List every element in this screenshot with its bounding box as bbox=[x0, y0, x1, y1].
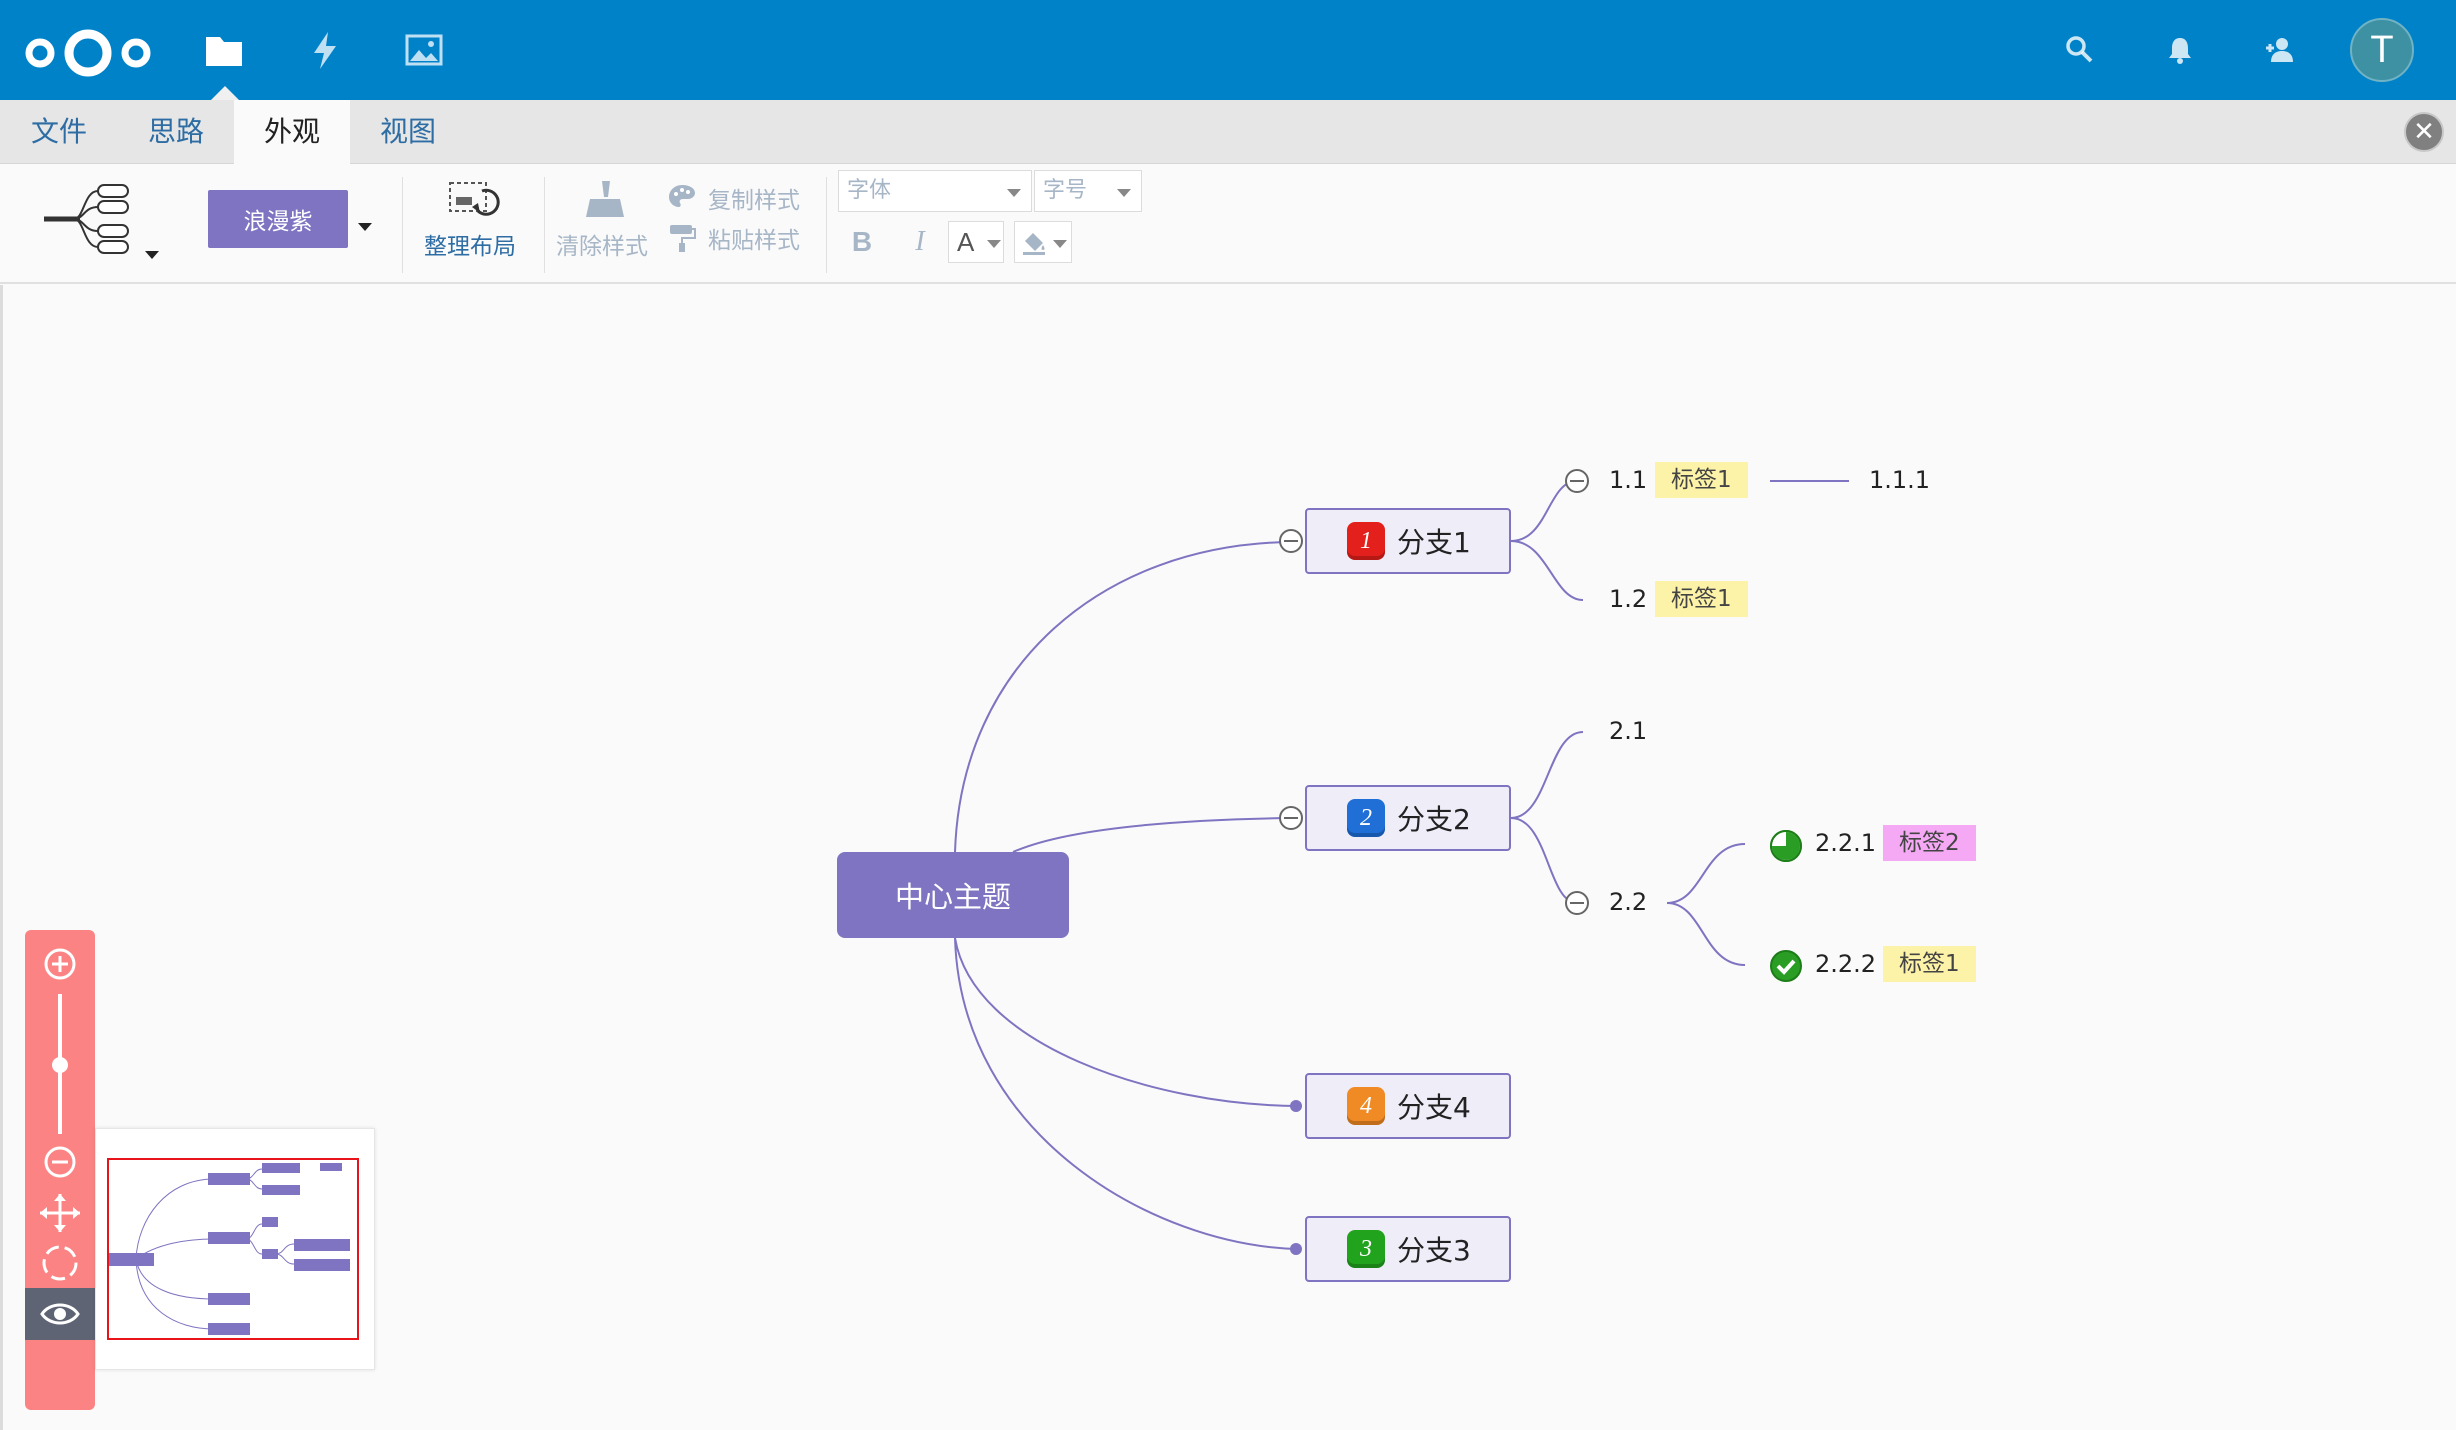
zoom-in-icon[interactable] bbox=[25, 944, 95, 984]
tab-appearance[interactable]: 外观 bbox=[234, 100, 350, 165]
chevron-down-icon bbox=[987, 240, 1001, 248]
font-color-label: A bbox=[957, 226, 975, 257]
bold-button[interactable]: B bbox=[851, 226, 873, 257]
appearance-toolbar: 浪漫紫 整理布局 清除样式 复制样式 粘贴样式 字体 字号 B I A bbox=[0, 165, 2456, 284]
tag-label: 标签1 bbox=[1655, 462, 1748, 498]
background-color-button[interactable] bbox=[1014, 221, 1072, 263]
italic-button[interactable]: I bbox=[915, 226, 925, 257]
progress-icon bbox=[1770, 830, 1802, 862]
gallery-icon[interactable] bbox=[400, 26, 448, 74]
clear-style-button[interactable]: 清除样式 bbox=[556, 234, 648, 260]
toolbar-divider bbox=[826, 177, 827, 273]
copy-style-button[interactable]: 复制样式 bbox=[708, 188, 800, 214]
toolbar-divider bbox=[402, 177, 403, 273]
chevron-down-icon bbox=[1053, 240, 1067, 248]
tab-view[interactable]: 视图 bbox=[379, 115, 436, 148]
move-icon[interactable] bbox=[25, 1190, 95, 1236]
navigator-controls bbox=[25, 930, 95, 1410]
navigator-toggle-button[interactable] bbox=[25, 1288, 95, 1340]
central-topic-node[interactable]: 中心主题 bbox=[837, 852, 1069, 938]
clear-style-brush-icon[interactable] bbox=[580, 177, 630, 225]
branch-node-2[interactable]: 2 分支2 bbox=[1305, 785, 1511, 851]
subtopic-2-1[interactable]: 2.1 bbox=[1609, 717, 1648, 745]
minimap-preview[interactable] bbox=[95, 1128, 375, 1370]
subtopic-1-2[interactable]: 1.2 bbox=[1609, 585, 1648, 613]
priority-4-icon: 4 bbox=[1347, 1087, 1385, 1125]
subtopic-1-1-1[interactable]: 1.1.1 bbox=[1869, 466, 1931, 494]
layout-template-icon[interactable] bbox=[40, 179, 140, 259]
branch-node-4[interactable]: 4 分支4 bbox=[1305, 1073, 1511, 1139]
copy-style-palette-icon[interactable] bbox=[666, 181, 698, 213]
mindmap-connections bbox=[954, 469, 1849, 1255]
tab-file[interactable]: 文件 bbox=[30, 115, 87, 148]
tag-label: 标签1 bbox=[1655, 581, 1748, 617]
ribbon-tab-bar: 文件 思路 外观 视图 bbox=[0, 100, 2456, 165]
tag-label: 标签2 bbox=[1883, 825, 1976, 861]
chevron-down-icon bbox=[1117, 189, 1131, 197]
chevron-down-icon[interactable] bbox=[358, 223, 372, 231]
priority-1-icon: 1 bbox=[1347, 522, 1385, 560]
subtopic-2-2-2[interactable]: 2.2.2 bbox=[1815, 950, 1877, 978]
chevron-down-icon bbox=[1007, 189, 1021, 197]
toolbar-divider bbox=[544, 177, 545, 273]
branch-node-3[interactable]: 3 分支3 bbox=[1305, 1216, 1511, 1282]
notifications-bell-icon[interactable] bbox=[2160, 30, 2200, 70]
paste-style-button[interactable]: 粘贴样式 bbox=[708, 228, 800, 254]
avatar[interactable]: T bbox=[2350, 18, 2414, 82]
files-icon[interactable] bbox=[200, 26, 248, 74]
priority-3-icon: 3 bbox=[1347, 1230, 1385, 1268]
subtopic-2-2[interactable]: 2.2 bbox=[1609, 888, 1648, 916]
chevron-down-icon[interactable] bbox=[145, 251, 159, 259]
font-size-select[interactable]: 字号 bbox=[1034, 170, 1142, 212]
eye-icon bbox=[40, 1303, 80, 1325]
priority-2-icon: 2 bbox=[1347, 799, 1385, 837]
locate-icon[interactable] bbox=[25, 1240, 95, 1286]
top-header: T bbox=[0, 0, 2456, 100]
branch-label: 分支2 bbox=[1397, 803, 1471, 836]
theme-button[interactable]: 浪漫紫 bbox=[208, 190, 348, 248]
font-size-placeholder: 字号 bbox=[1043, 178, 1088, 203]
zoom-out-icon[interactable] bbox=[25, 1142, 95, 1182]
nextcloud-logo-icon[interactable] bbox=[24, 28, 152, 78]
tab-idea[interactable]: 思路 bbox=[147, 115, 204, 148]
font-family-placeholder: 字体 bbox=[847, 178, 892, 203]
paint-bucket-icon bbox=[1023, 233, 1045, 255]
branch-label: 分支1 bbox=[1397, 526, 1471, 559]
arrange-layout-button[interactable]: 整理布局 bbox=[424, 234, 516, 260]
mindmap-canvas[interactable]: 中心主题 1 分支1 2 分支2 4 分支4 3 分支3 1.1 标签1 1.1… bbox=[0, 285, 2456, 1430]
zoom-slider-thumb[interactable] bbox=[52, 1057, 68, 1073]
font-family-select[interactable]: 字体 bbox=[838, 170, 1032, 212]
minimap-render bbox=[107, 1158, 359, 1340]
branch-label: 分支4 bbox=[1397, 1091, 1471, 1124]
subtopic-2-2-1[interactable]: 2.2.1 bbox=[1815, 829, 1877, 857]
arrange-layout-icon[interactable] bbox=[446, 177, 502, 225]
check-complete-icon bbox=[1770, 950, 1802, 982]
font-color-button[interactable]: A bbox=[948, 221, 1004, 263]
active-app-indicator bbox=[211, 86, 239, 100]
search-icon[interactable] bbox=[2060, 30, 2100, 70]
paste-style-roller-icon[interactable] bbox=[666, 221, 698, 253]
branch-label: 分支3 bbox=[1397, 1234, 1471, 1267]
contacts-icon[interactable] bbox=[2260, 30, 2300, 70]
activity-icon[interactable] bbox=[300, 26, 348, 74]
minimap-viewport bbox=[107, 1158, 359, 1340]
subtopic-1-1[interactable]: 1.1 bbox=[1609, 466, 1648, 494]
close-editor-button[interactable]: ✕ bbox=[2404, 112, 2444, 152]
branch-node-1[interactable]: 1 分支1 bbox=[1305, 508, 1511, 574]
tag-label: 标签1 bbox=[1883, 946, 1976, 982]
